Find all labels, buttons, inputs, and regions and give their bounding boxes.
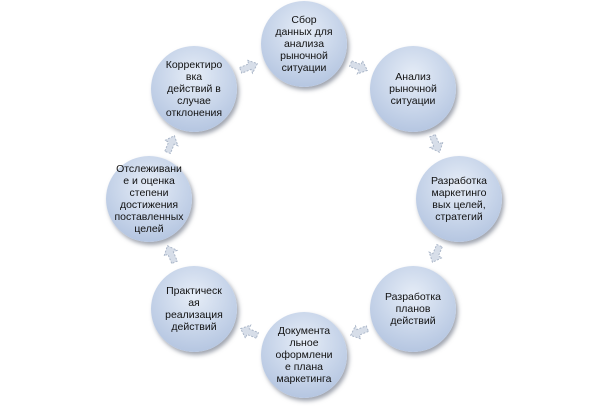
node-label: Отслеживани е и оценка степени достижени… <box>114 163 184 235</box>
node-label: Документа льное оформлени е плана маркет… <box>275 325 333 385</box>
node-label: Практическ ая реализация действий <box>165 285 223 333</box>
node-data-collection: Сбор данных для анализа рыночной ситуаци… <box>261 1 347 87</box>
node-monitoring: Отслеживани е и оценка степени достижени… <box>106 156 192 242</box>
node-label: Анализ рыночной ситуации <box>389 71 437 107</box>
node-action-plans: Разработка планов действий <box>370 266 456 352</box>
node-label: Сбор данных для анализа рыночной ситуаци… <box>275 14 333 74</box>
node-market-analysis: Анализ рыночной ситуации <box>370 46 456 132</box>
node-goals-strategies: Разработка маркетинго вых целей, стратег… <box>416 156 502 242</box>
node-label: Разработка планов действий <box>385 291 441 327</box>
node-correction: Корректиро вка действий в случае отклоне… <box>151 46 237 132</box>
node-implementation: Практическ ая реализация действий <box>151 266 237 352</box>
node-label: Корректиро вка действий в случае отклоне… <box>165 59 223 119</box>
node-plan-documentation: Документа льное оформлени е плана маркет… <box>261 312 347 398</box>
node-label: Разработка маркетинго вых целей, стратег… <box>431 175 487 223</box>
